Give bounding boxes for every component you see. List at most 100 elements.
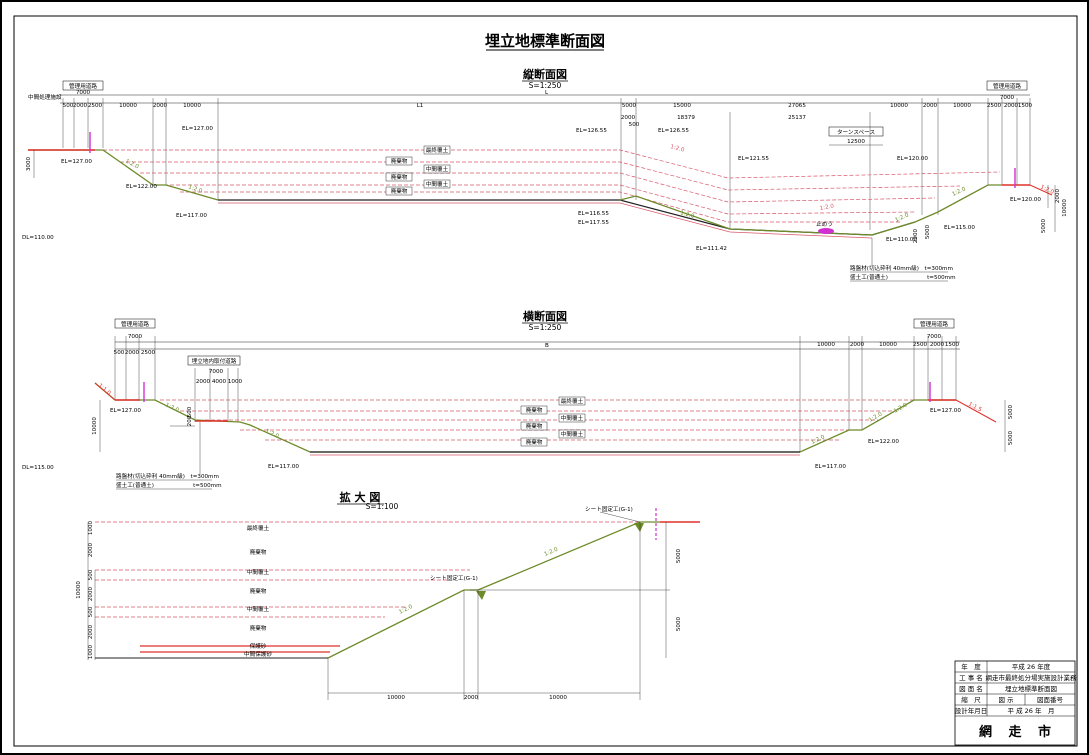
detail-left-dims: 1000 2000 500 2000 500 2000 1000 10000 [76, 520, 94, 659]
dim-label: 5000 [1008, 404, 1014, 419]
road-label-left: 管理用道路 [69, 82, 97, 90]
dim-label: 2000 [923, 103, 938, 109]
layer-label: 廃棄物 [250, 587, 267, 595]
layer-label: 中間覆土 [426, 165, 449, 173]
anchor-mid [476, 591, 486, 600]
tb-value: 図 示 [998, 696, 1014, 704]
road-label-right: 管理用道路 [993, 82, 1021, 90]
dim-label: 5000 [676, 616, 682, 631]
cross-dims-access: 7000 2000 4000 1000 [196, 369, 243, 385]
cross-dims-right: 10000 2000 10000 7000 2500 2000 1500 [817, 334, 959, 348]
dim-label: 10000 [549, 695, 567, 701]
dim-label: 2000 [913, 228, 919, 243]
detail-section: 拡 大 図 S=1:100 シート固定工(G-1) シート固定工(G-1) 1:… [76, 490, 700, 701]
tb-label: 図 面 名 [959, 684, 983, 693]
access-road-label: 埋立地内取付道路 [192, 357, 237, 365]
layer-label: 廃棄物 [391, 187, 408, 195]
detail-layer-labels: 最終覆土 廃棄物 中間覆土 廃棄物 中間覆土 廃棄物 保護砂 中間保護砂 [244, 524, 272, 658]
anchor-top [634, 523, 644, 532]
cross-extension-lines [114, 336, 957, 452]
layer-label: 廃棄物 [250, 624, 267, 632]
road-label-box-right [986, 80, 1028, 91]
tb-label: 設計年月日 [955, 706, 988, 715]
dim-label: 27065 [788, 103, 806, 109]
long-dims-top: 7000 500 2000 2500 10000 2000 10000 L1 5… [63, 90, 1033, 109]
dim-label: 15000 [673, 103, 691, 109]
dim-label: 10000 [953, 103, 971, 109]
left-height-dim: 3000 [26, 156, 32, 171]
drawing-title: 埋立地標準断面図 [485, 32, 605, 50]
dim-label: 2000 [1004, 103, 1019, 109]
slope-label: 1:2.0 [679, 210, 695, 220]
dim-label: 18379 [677, 115, 695, 121]
dim-label: 1000 [88, 520, 94, 535]
dim-label: 4000 [212, 379, 227, 385]
dim-label: 1500 [945, 342, 960, 348]
tb-label: 工 事 名 [959, 673, 983, 682]
dim-label: 10000 [387, 695, 405, 701]
slope-label: 1:2.0 [187, 184, 203, 195]
dim-label: 2500 [88, 103, 103, 109]
slope-label: 1:2.0 [164, 402, 180, 414]
layer-label: 最終覆土 [247, 524, 270, 532]
dim-label: 5000 [925, 224, 931, 239]
long-right-dims: 2000 10000 5000 5000 2000 [913, 188, 1068, 243]
slope-label: 1:2.0 [819, 203, 835, 211]
dim-label: 7000 [1000, 95, 1015, 101]
cross-road-right: 管理用道路 [920, 320, 948, 328]
tb-value: 網走市最終処分場実施設計業務 [986, 673, 1078, 682]
dim-label: 7000 [209, 369, 224, 375]
cross-section-title: 横断面図 [523, 309, 567, 323]
dim-label: 2000 [125, 350, 140, 356]
layer-label: 廃棄物 [526, 438, 543, 446]
cross-section-scale: S=1:250 [529, 323, 562, 332]
facility-label: 中間処理施設 [28, 93, 62, 101]
dim-label: 10000 [1062, 199, 1068, 217]
dim-label: 7000 [128, 334, 143, 340]
dim-label: 12500 [847, 139, 865, 145]
dim-label: 5000 [1041, 218, 1047, 233]
elevation-label: EL=110.00 [886, 237, 917, 243]
dim-label: 2500 [141, 350, 156, 356]
dim-label: 500 [88, 569, 94, 580]
long-layer-labels: 最終覆土 廃棄物 中間覆土 廃棄物 中間覆土 廃棄物 [385, 145, 451, 196]
dim-label: 1500 [1018, 103, 1033, 109]
cross-road-left: 管理用道路 [121, 320, 149, 328]
elevation-label: EL=127.00 [930, 408, 961, 414]
tb-owner: 網 走 市 [979, 724, 1057, 740]
title-block: 年 度 平成 26 年度 工 事 名 網走市最終処分場実施設計業務 図 面 名 … [954, 660, 1078, 746]
dim-label: 500 [187, 406, 193, 417]
elevation-label: EL=117.00 [268, 464, 299, 470]
layer-label: 最終覆土 [426, 146, 449, 154]
slope-label: 1:2.0 [543, 547, 559, 558]
layer-label: 廃棄物 [391, 157, 408, 165]
cross-left-height: 10000 [92, 417, 98, 435]
datum-label: DL=110.00 [22, 235, 54, 241]
elevation-label: EL=116.55 [578, 211, 609, 217]
long-total-dim: L [545, 90, 549, 96]
dim-label: 2000 [930, 342, 945, 348]
dim-label: 500 [63, 103, 74, 109]
tb-value: 平 成 26 年 月 [1008, 706, 1055, 715]
elevation-label: EL=117.00 [176, 213, 207, 219]
cross-layer-labels: 最終覆土 廃棄物 中間覆土 廃棄物 中間覆土 廃棄物 [520, 396, 586, 447]
dim-label: 2500 [987, 103, 1002, 109]
sheet-anchor-top-label: シート固定工(G-1) [585, 505, 633, 513]
slope-label: 1:2.0 [894, 212, 910, 224]
elevation-label: EL=126.55 [576, 128, 607, 134]
cross-note-2: 盛土工(普通土) t=500mm [116, 481, 222, 489]
elevation-label: EL=115.00 [944, 225, 975, 231]
dim-label: 2500 [913, 342, 928, 348]
dim-label: 500 [629, 122, 640, 128]
elevation-label: EL=121.55 [738, 156, 769, 162]
sheet-anchor-mid-label: シート固定工(G-1) [430, 574, 478, 582]
cross-elevations: EL=127.00 EL=127.00 EL=122.00 EL=117.00 … [22, 408, 961, 471]
dim-label: 10000 [183, 103, 201, 109]
cross-dims-left: 7000 500 2000 2500 [114, 334, 156, 356]
elevation-label: EL=117.00 [815, 464, 846, 470]
detail-layer-dashes [95, 521, 640, 618]
layer-label: 中間覆土 [426, 180, 449, 188]
tb-value: 平成 26 年度 [1012, 662, 1051, 671]
slope-label: 1:2.0 [264, 428, 280, 440]
detail-scale: S=1:100 [366, 502, 399, 511]
